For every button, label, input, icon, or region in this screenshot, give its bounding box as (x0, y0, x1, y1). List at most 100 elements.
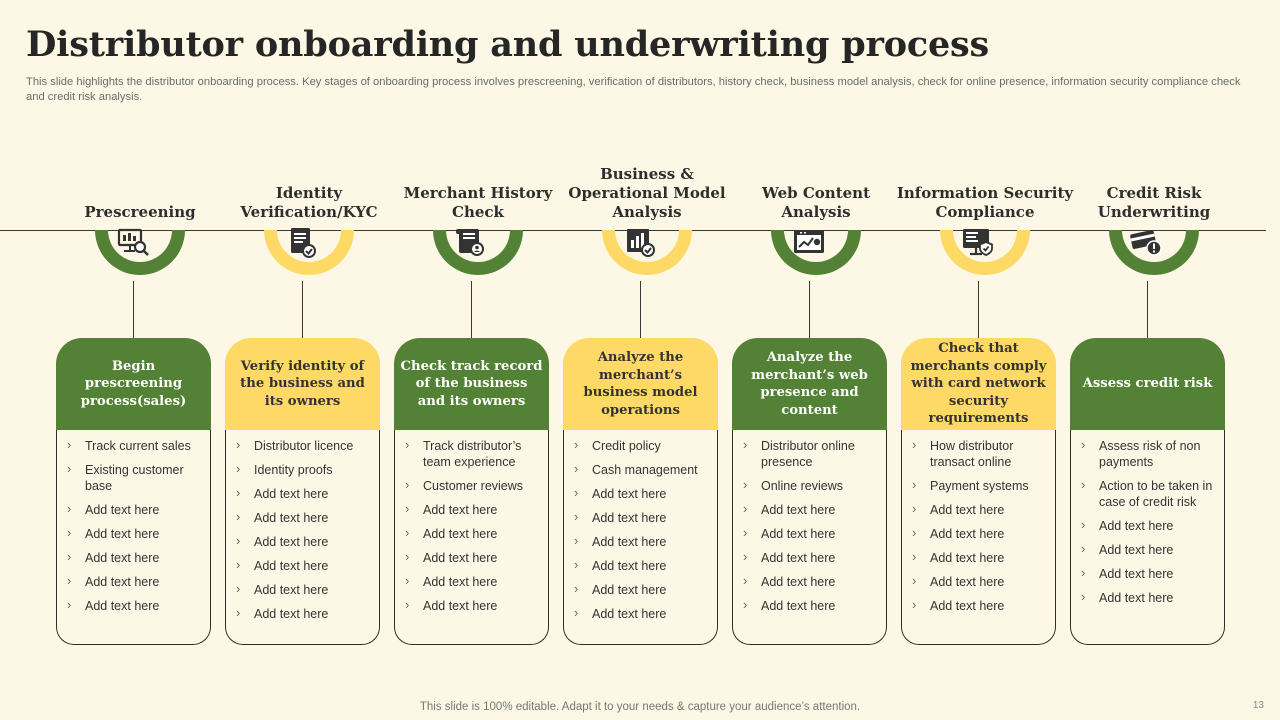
bullet-item: Distributor licence (236, 437, 371, 454)
stage-title: Information Security Compliance (896, 184, 1074, 221)
bullet-item: Add text here (743, 549, 878, 566)
bullet-item: Add text here (912, 549, 1047, 566)
bullet-item: Payment systems (912, 477, 1047, 494)
bullet-item: Add text here (1081, 517, 1216, 534)
stage-3: Merchant History Check Check track recor… (393, 0, 563, 720)
bullet-item: How distributor transact online (912, 437, 1047, 470)
bullet-item: Add text here (236, 605, 371, 622)
bullet-item: Add text here (236, 485, 371, 502)
stage-title: Identity Verification/KYC (240, 184, 378, 221)
bullet-item: Add text here (912, 501, 1047, 518)
stage-card-heading: Analyze the merchant’s business model op… (563, 338, 718, 430)
stage-5: Web Content Analysis Analyze the merchan… (731, 0, 901, 720)
chart-check-icon (622, 224, 658, 260)
stage-ring (1104, 230, 1204, 282)
slide-subtitle: This slide highlights the distributor on… (26, 76, 1241, 103)
bullet-list: Distributor licenceIdentity proofsAdd te… (236, 437, 371, 622)
bullet-item: Add text here (67, 573, 202, 590)
bullet-item: Distributor online presence (743, 437, 878, 470)
stage-ring (766, 230, 866, 282)
bullet-list: Assess risk of non paymentsAction to be … (1081, 437, 1216, 606)
stage-card-body: Track current salesExisting customer bas… (56, 430, 211, 645)
bullet-item: Add text here (743, 597, 878, 614)
stage-card-heading: Analyze the merchant’s web presence and … (732, 338, 887, 430)
stage-card-body: Credit policyCash managementAdd text her… (563, 430, 718, 645)
stage-card-body: How distributor transact onlinePayment s… (901, 430, 1056, 645)
stage-title: Credit Risk Underwriting (1097, 184, 1211, 221)
monitor-shield-icon (960, 224, 996, 260)
stage-connector (809, 281, 810, 338)
bullet-item: Add text here (1081, 589, 1216, 606)
bullet-item: Add text here (574, 581, 709, 598)
footer-note: This slide is 100% editable. Adapt it to… (419, 701, 861, 713)
bullet-item: Customer reviews (405, 477, 540, 494)
bullet-item: Add text here (67, 597, 202, 614)
document-check-icon (284, 224, 320, 260)
bullet-item: Add text here (743, 525, 878, 542)
bullet-item: Add text here (912, 573, 1047, 590)
bullet-item: Add text here (743, 573, 878, 590)
stage-connector (133, 281, 134, 338)
stage-title: Web Content Analysis (761, 184, 871, 221)
page-number: 13 (1252, 700, 1264, 711)
web-analytics-icon (791, 224, 827, 260)
bullet-item: Add text here (67, 501, 202, 518)
bullet-item: Add text here (236, 533, 371, 550)
bullet-item: Add text here (405, 549, 540, 566)
bullet-item: Add text here (405, 525, 540, 542)
slide-title: Distributor onboarding and underwriting … (26, 24, 990, 65)
bullet-item: Track distributor’s team experience (405, 437, 540, 470)
bullet-item: Cash management (574, 461, 709, 478)
stage-card-body: Distributor online presenceOnline review… (732, 430, 887, 645)
stage-card-body: Distributor licenceIdentity proofsAdd te… (225, 430, 380, 645)
bullet-item: Add text here (574, 533, 709, 550)
stage-ring (935, 230, 1035, 282)
bullet-list: Track current salesExisting customer bas… (67, 437, 202, 614)
bullet-item: Add text here (574, 485, 709, 502)
stage-4: Business & Operational Model Analysis An… (562, 0, 732, 720)
stage-7: Credit Risk Underwriting Assess credit r… (1069, 0, 1239, 720)
stage-6: Information Security Compliance Check th… (897, 0, 1073, 720)
bullet-item: Existing customer base (67, 461, 202, 494)
stage-ring (259, 230, 359, 282)
stage-card-heading: Verify identity of the business and its … (225, 338, 380, 430)
stage-card-body: Assess risk of non paymentsAction to be … (1070, 430, 1225, 645)
stage-ring (90, 230, 190, 282)
stage-card-heading: Check track record of the business and i… (394, 338, 549, 430)
stage-title: Business & Operational Model Analysis (568, 165, 726, 221)
bullet-item: Add text here (405, 597, 540, 614)
stage-connector (302, 281, 303, 338)
stage-card-heading: Check that merchants comply with card ne… (901, 338, 1056, 430)
bullet-item: Add text here (912, 597, 1047, 614)
stage-ring (428, 230, 528, 282)
bullet-item: Add text here (236, 581, 371, 598)
bullet-item: Track current sales (67, 437, 202, 454)
stage-2: Identity Verification/KYC Verify identit… (224, 0, 394, 720)
bullet-item: Assess risk of non payments (1081, 437, 1216, 470)
bullet-item: Online reviews (743, 477, 878, 494)
stage-connector (1147, 281, 1148, 338)
bullet-item: Identity proofs (236, 461, 371, 478)
stage-1: Prescreening Begin prescreening process(… (55, 0, 225, 720)
bullet-item: Add text here (236, 509, 371, 526)
bullet-item: Add text here (405, 573, 540, 590)
bullet-item: Add text here (67, 525, 202, 542)
bullet-item: Add text here (236, 557, 371, 574)
credit-card-warning-icon (1129, 224, 1165, 260)
stage-title: Prescreening (84, 203, 196, 221)
bullet-item: Add text here (1081, 541, 1216, 558)
scroll-user-icon (453, 224, 489, 260)
bullet-item: Action to be taken in case of credit ris… (1081, 477, 1216, 510)
bullet-item: Add text here (67, 549, 202, 566)
bullet-item: Add text here (574, 509, 709, 526)
stage-connector (471, 281, 472, 338)
stage-ring (597, 230, 697, 282)
bullet-item: Add text here (743, 501, 878, 518)
bullet-item: Add text here (574, 605, 709, 622)
bullet-item: Credit policy (574, 437, 709, 454)
stage-connector (640, 281, 641, 338)
stage-card-body: Track distributor’s team experienceCusto… (394, 430, 549, 645)
stage-connector (978, 281, 979, 338)
bullet-list: Credit policyCash managementAdd text her… (574, 437, 709, 622)
stage-title: Merchant History Check (403, 184, 553, 221)
